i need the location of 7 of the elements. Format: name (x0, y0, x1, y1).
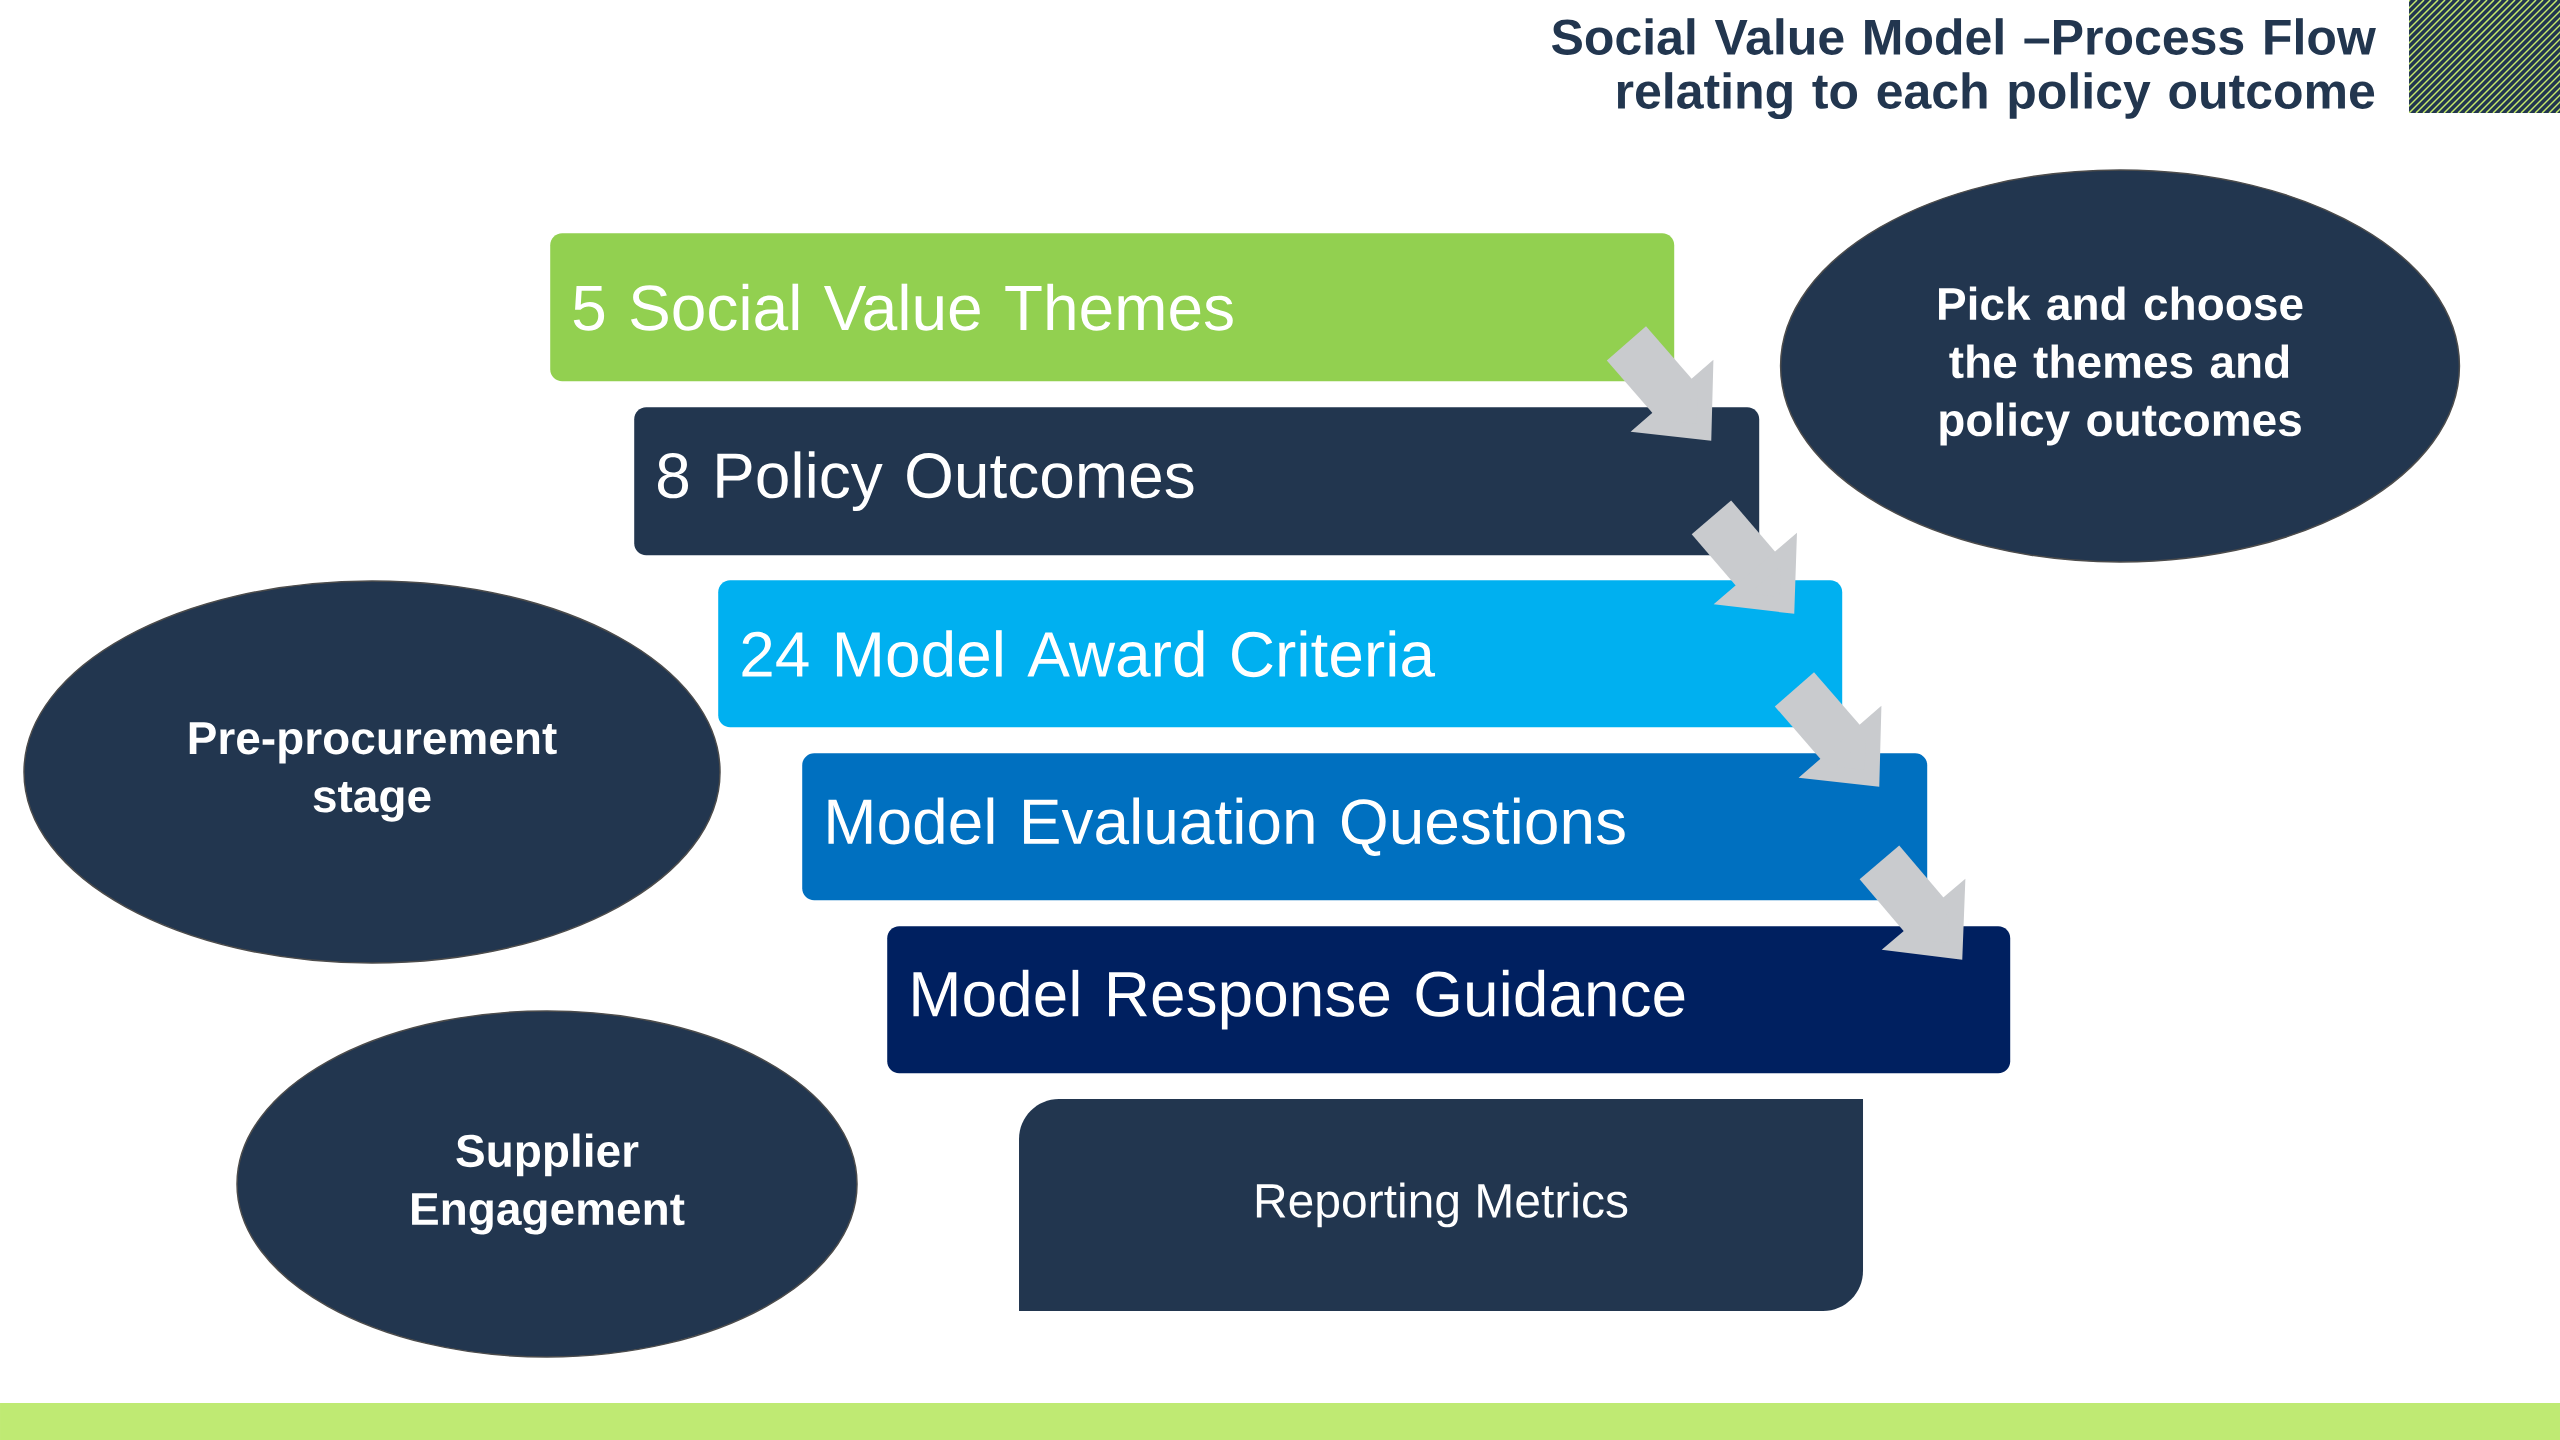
step-box: 5 Social Value Themes (550, 233, 1675, 382)
process-box: Reporting Metrics (1019, 1099, 1863, 1311)
step-box: 24 Model Award Criteria (718, 580, 1843, 728)
step-box: Model Evaluation Questions (802, 753, 1928, 901)
title: Social Value Model –Process Flow relating to each policy outcome (1552, 18, 2376, 119)
step-box: Model Response Guidance (887, 926, 2011, 1074)
step-box: 8 Policy Outcomes (634, 407, 1760, 556)
